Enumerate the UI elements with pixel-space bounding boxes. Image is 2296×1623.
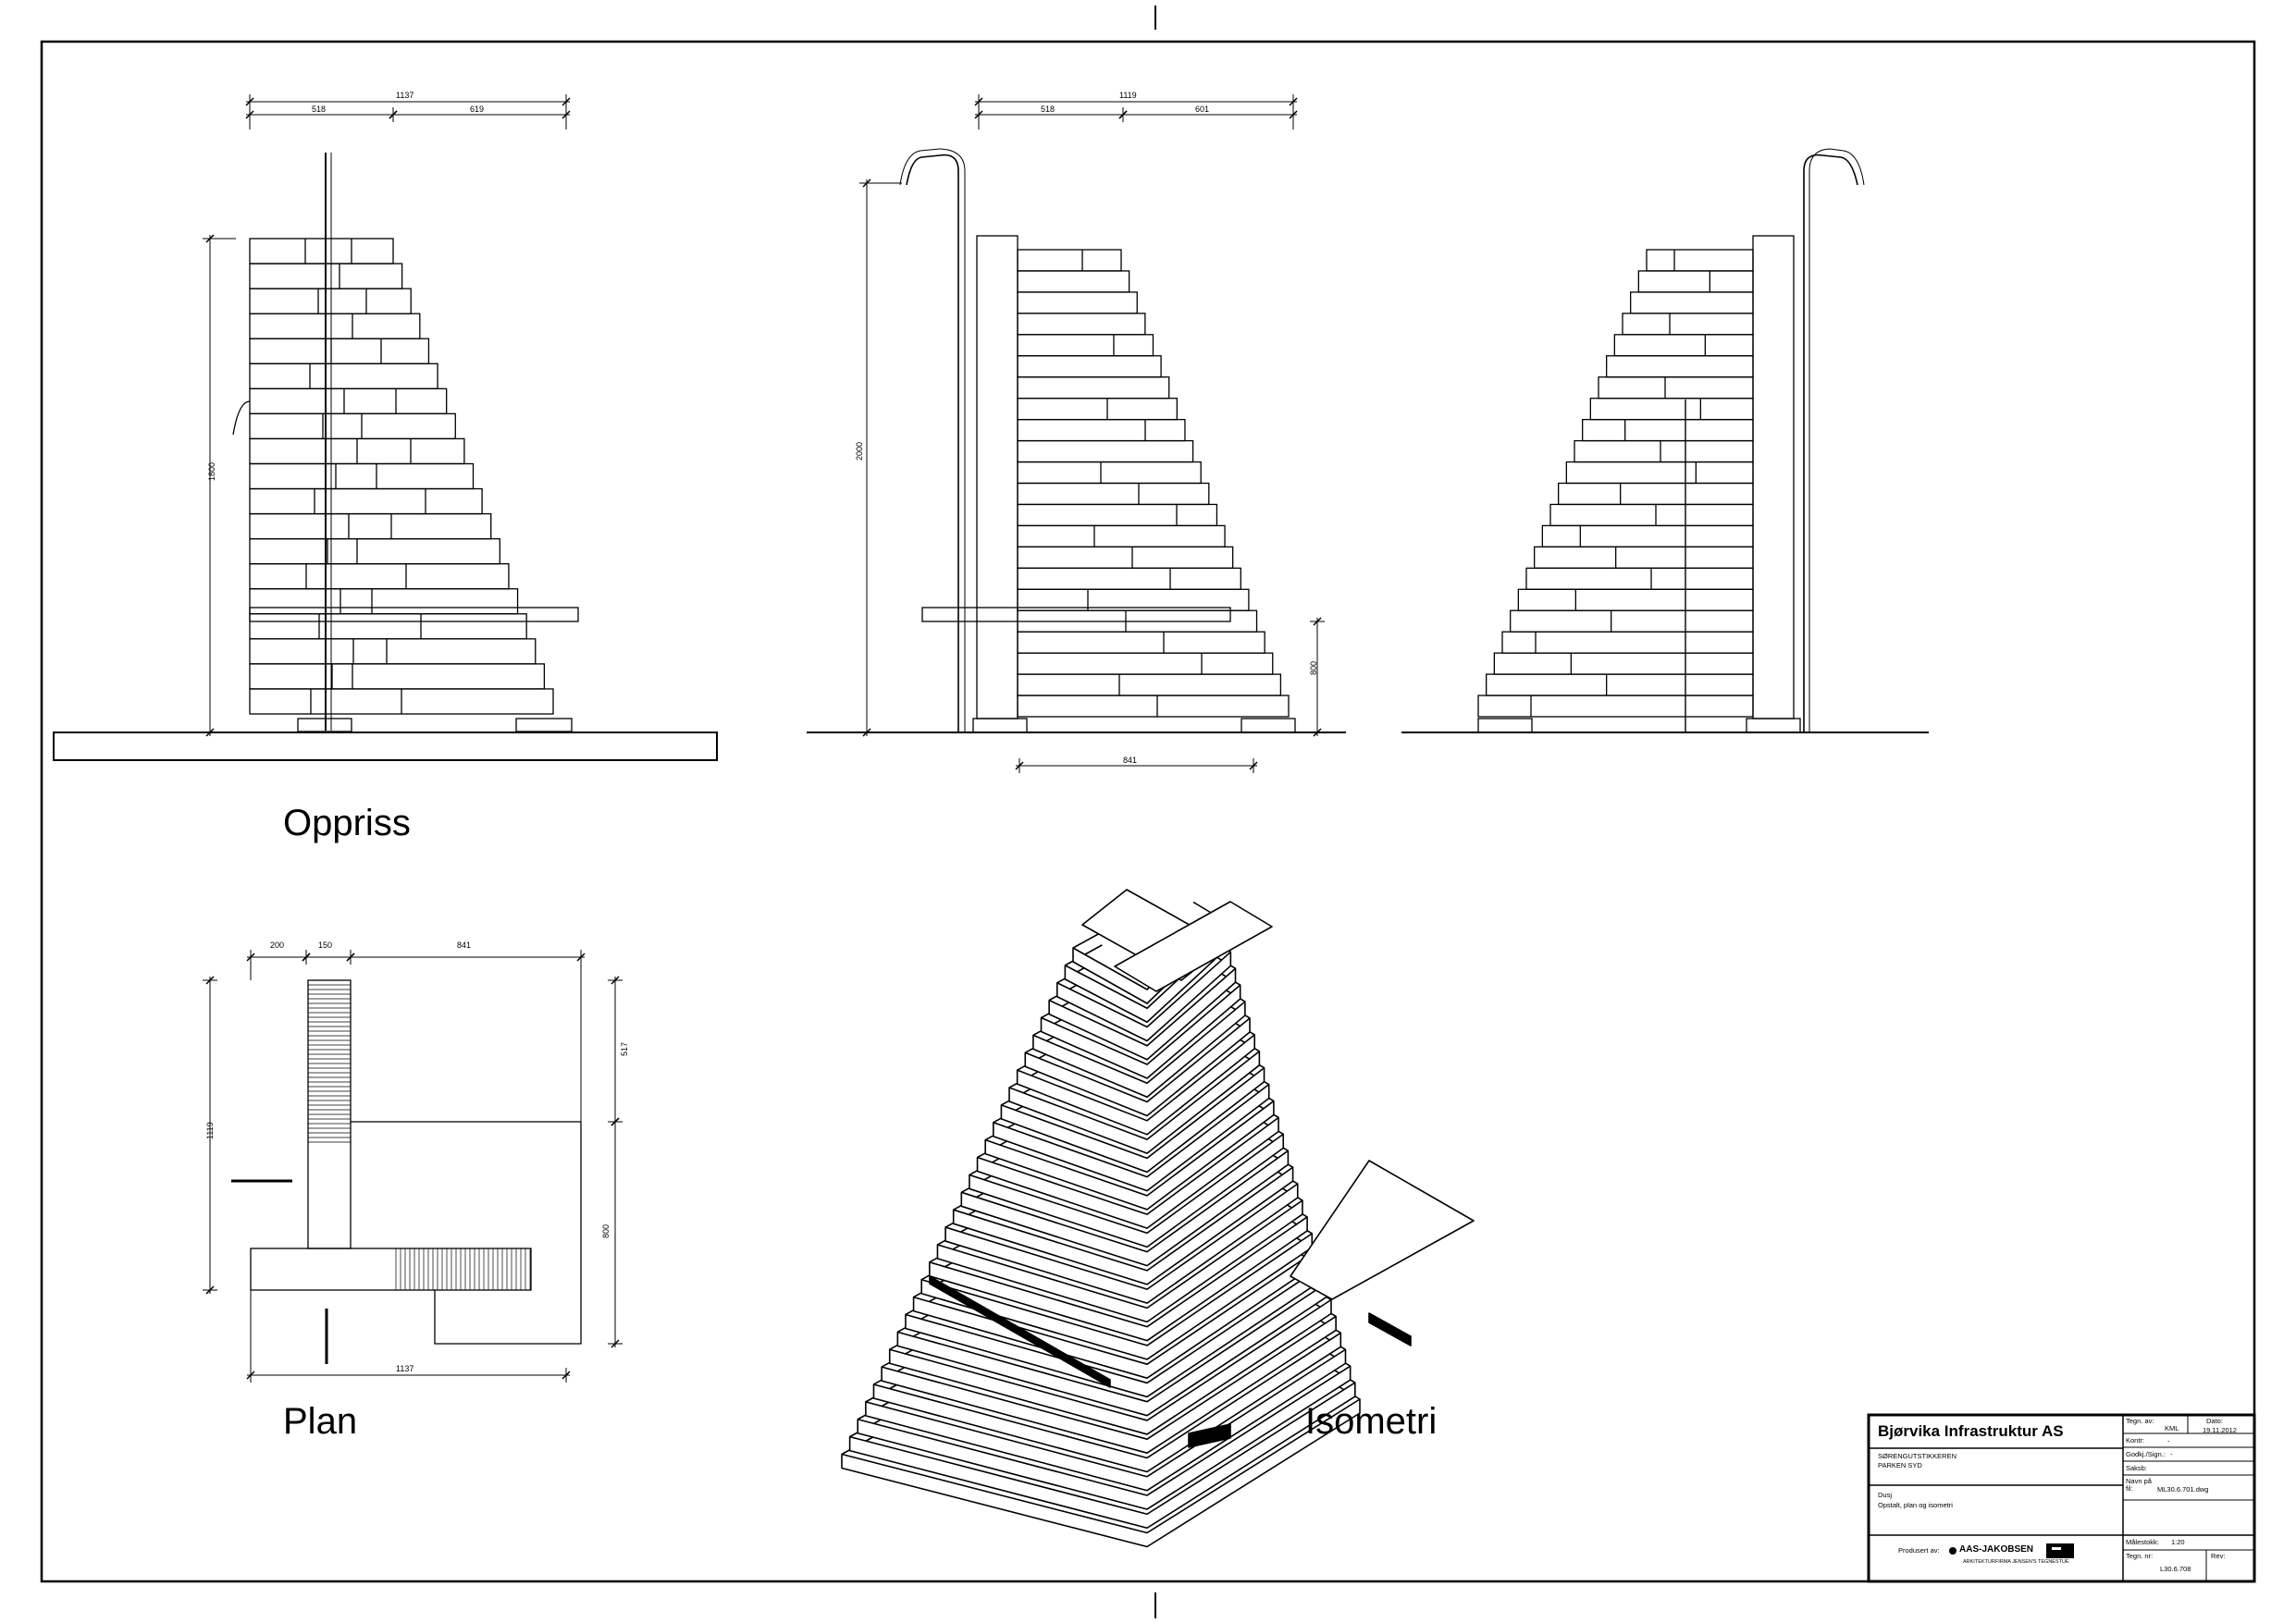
tb-checked-label: Kontr:	[2126, 1436, 2145, 1445]
iso-plank-layer	[1032, 1001, 1246, 1099]
tb-drawing-no: L30.6.708	[2160, 1565, 2191, 1573]
dim-elev-mid-bench-height: 800	[1309, 660, 1318, 675]
dim-elev-left-total: 1137	[396, 91, 414, 100]
iso-plank-layer	[1016, 1034, 1256, 1136]
tb-case-label: Saksb:	[2126, 1464, 2147, 1472]
dimension-lines	[203, 94, 1325, 1383]
iso-plank-layer	[976, 1116, 1279, 1229]
dim-plan-b: 150	[318, 941, 333, 950]
tb-rev-label: Rev:	[2211, 1552, 2226, 1560]
iso-plank-layer	[841, 1398, 1361, 1548]
dim-elev-mid-bench-width: 841	[1123, 756, 1138, 765]
iso-foot	[1188, 1423, 1231, 1448]
producer-logo	[1949, 1543, 2074, 1558]
tb-drawing-line2: Opstalt, plan og isometri	[1878, 1501, 1953, 1509]
tb-producer: AAS-JAKOBSEN	[1959, 1544, 2034, 1555]
isometric-title: Isometri	[1305, 1401, 1438, 1442]
sheet-border	[40, 40, 2256, 1583]
tb-scale-label: Målestokk:	[2126, 1538, 2159, 1546]
tb-drawn-by-label: Tegn. av:	[2126, 1417, 2154, 1425]
iso-plank-layer	[1055, 951, 1232, 1042]
tb-project-line1: SØRENGUTSTIKKEREN	[1878, 1452, 1957, 1460]
elevation-mid-bench	[921, 607, 1231, 622]
plan-bench-outline	[351, 1121, 582, 1345]
iso-bench	[1290, 1160, 1475, 1300]
tb-date: 19.11.2012	[2203, 1426, 2237, 1434]
dim-elev-mid-b: 601	[1195, 105, 1210, 114]
iso-plank-layer	[952, 1166, 1294, 1285]
shower-pipe	[899, 148, 966, 732]
dim-elev-left-a: 518	[312, 105, 327, 114]
dim-elev-mid-height: 2000	[855, 441, 864, 461]
iso-plank-layer	[872, 1332, 1342, 1473]
plan-view	[231, 979, 582, 1364]
iso-plank-layer	[936, 1199, 1303, 1323]
iso-plank-layer	[1048, 967, 1237, 1061]
tb-company: Bjørvika Infrastruktur AS	[1878, 1422, 2064, 1440]
shower-pipe	[1803, 154, 1858, 732]
iso-plank-layer	[984, 1100, 1275, 1211]
iso-foot	[1368, 1312, 1412, 1346]
tb-drawn-by: KML	[2165, 1424, 2179, 1432]
dim-elev-mid-total: 1119	[1119, 91, 1137, 100]
tb-project-line2: PARKEN SYD	[1878, 1461, 1922, 1469]
tb-checked: -	[2167, 1437, 2170, 1445]
plan-title: Plan	[283, 1401, 358, 1442]
shower-handle	[232, 400, 251, 436]
tb-date-label: Dato:	[2206, 1417, 2223, 1425]
iso-plank-layer	[881, 1315, 1337, 1455]
tb-drawing-no-label: Tegn. nr:	[2126, 1552, 2154, 1560]
iso-plank-layer	[992, 1083, 1270, 1192]
iso-top-plank	[1114, 901, 1273, 992]
tb-producer-sub: ARKITEKTURFIRMA JENSEN'S TEGNESTUE	[1963, 1559, 2069, 1565]
dim-elev-left-height: 1800	[207, 461, 216, 481]
iso-plank-layer	[888, 1298, 1332, 1435]
elevation-right-view	[1401, 148, 1929, 733]
iso-plank-layer	[865, 1348, 1347, 1492]
elevation-mid-view	[807, 148, 1346, 733]
shower-pipe	[906, 154, 959, 732]
title-block-frame	[1867, 1413, 2256, 1583]
dim-plan-lower: 800	[601, 1223, 611, 1238]
iso-plank-layer	[944, 1183, 1299, 1304]
dim-elev-mid-a: 518	[1041, 105, 1055, 114]
iso-plank-layer	[1000, 1066, 1265, 1174]
iso-plank-layer	[896, 1282, 1327, 1417]
tb-filename-label: Navn på fil:	[2126, 1477, 2152, 1493]
isometric-view	[841, 889, 1475, 1548]
iso-base-plank	[929, 1275, 1111, 1388]
tb-produced-by-label: Produsert av:	[1898, 1546, 1940, 1555]
elevation-left-bench	[249, 607, 579, 622]
iso-plank-layer	[969, 1133, 1285, 1248]
plan-arm	[250, 1248, 532, 1291]
dim-plan-height: 1119	[205, 1122, 215, 1139]
tb-scale: 1:20	[2171, 1538, 2185, 1546]
dim-plan-a: 200	[270, 941, 285, 950]
elevation-title: Oppriss	[283, 803, 411, 843]
shower-pipe	[1808, 148, 1865, 732]
dim-plan-c: 841	[457, 941, 472, 950]
iso-plank-layer	[1024, 1017, 1251, 1117]
tb-approved-label: Godkj./Sign.:	[2126, 1450, 2166, 1458]
iso-plank-layer	[1008, 1051, 1261, 1154]
iso-plank-layer	[960, 1150, 1290, 1267]
tb-drawing-line1: Dusj	[1878, 1491, 1893, 1499]
dim-plan-upper: 517	[620, 1041, 629, 1056]
iso-plank-layer	[848, 1382, 1356, 1530]
tb-filename: ML30.6.701.dwg	[2157, 1485, 2209, 1494]
elevation-left-view	[53, 153, 718, 761]
iso-plank-layer	[857, 1365, 1352, 1510]
dim-plan-total: 1137	[396, 1364, 414, 1373]
iso-plank-layer	[1040, 984, 1241, 1079]
tb-approved: -	[2170, 1450, 2173, 1458]
dim-elev-left-b: 619	[470, 105, 485, 114]
ground-slab	[53, 732, 718, 761]
